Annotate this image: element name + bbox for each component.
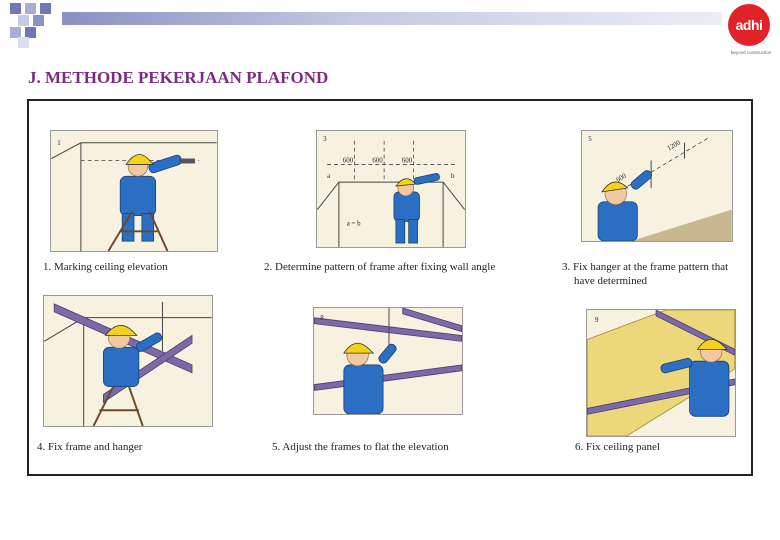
step-2-label: 600 (343, 157, 354, 164)
illustration-step-4 (43, 295, 213, 427)
step-3-caption-line-2: have determined (574, 275, 647, 287)
company-logo: adhi beyond construction (724, 4, 778, 60)
step-6-number: 9 (595, 317, 599, 324)
step-3-drawing: 5 1200 600 (582, 131, 732, 241)
illustration-step-6: 9 (586, 309, 736, 437)
step-5-drawing: 8 (314, 308, 462, 414)
illustration-step-2: 3 600 600 600 a b a = b (316, 130, 466, 248)
step-1-caption: 1. Marking ceiling elevation (43, 261, 168, 273)
illustration-frame: 1 1. Marking ceiling elevation 3 600 (27, 99, 753, 476)
step-3-caption-line-1: 3. Fix hanger at the frame pattern that (562, 261, 729, 273)
step-2-drawing: 3 600 600 600 a b a = b (317, 131, 465, 247)
deco-square (18, 15, 29, 26)
step-6-drawing: 9 (587, 310, 735, 436)
step-2-label: a = b (347, 220, 361, 227)
step-2-caption: 2. Determine pattern of frame after fixi… (264, 261, 496, 273)
step-4-caption: 4. Fix frame and hanger (37, 441, 143, 453)
step-2-label: 600 (372, 157, 383, 164)
step-2-label: 600 (402, 157, 413, 164)
illustration-step-5: 8 (313, 307, 463, 415)
step-3-number: 5 (588, 136, 592, 143)
step-3-label: 600 (615, 172, 628, 183)
step-4-drawing (44, 296, 212, 426)
deco-square (10, 27, 21, 38)
step-2-label: a (327, 173, 330, 180)
deco-square (25, 3, 36, 14)
deco-square (33, 15, 44, 26)
deco-square (40, 3, 51, 14)
step-2-number: 3 (323, 136, 327, 143)
illustration-step-1: 1 (50, 130, 218, 252)
logo-tagline: beyond construction (730, 50, 772, 55)
step-5-number: 8 (320, 315, 324, 322)
page-title: J. METHODE PEKERJAAN PLAFOND (28, 68, 329, 87)
deco-square (18, 37, 29, 48)
step-1-drawing: 1 (51, 131, 217, 251)
step-1-number: 1 (57, 140, 61, 147)
step-5-caption: 5. Adjust the frames to flat the elevati… (272, 441, 449, 453)
deco-square (10, 3, 21, 14)
step-6-caption: 6. Fix ceiling panel (575, 441, 660, 453)
header-decoration (0, 0, 780, 48)
illustration-step-3: 5 1200 600 (581, 130, 733, 242)
header-gradient-bar (62, 12, 722, 25)
deco-square (25, 27, 36, 38)
step-2-label: b (451, 173, 455, 180)
logo-circle: adhi (728, 4, 770, 46)
